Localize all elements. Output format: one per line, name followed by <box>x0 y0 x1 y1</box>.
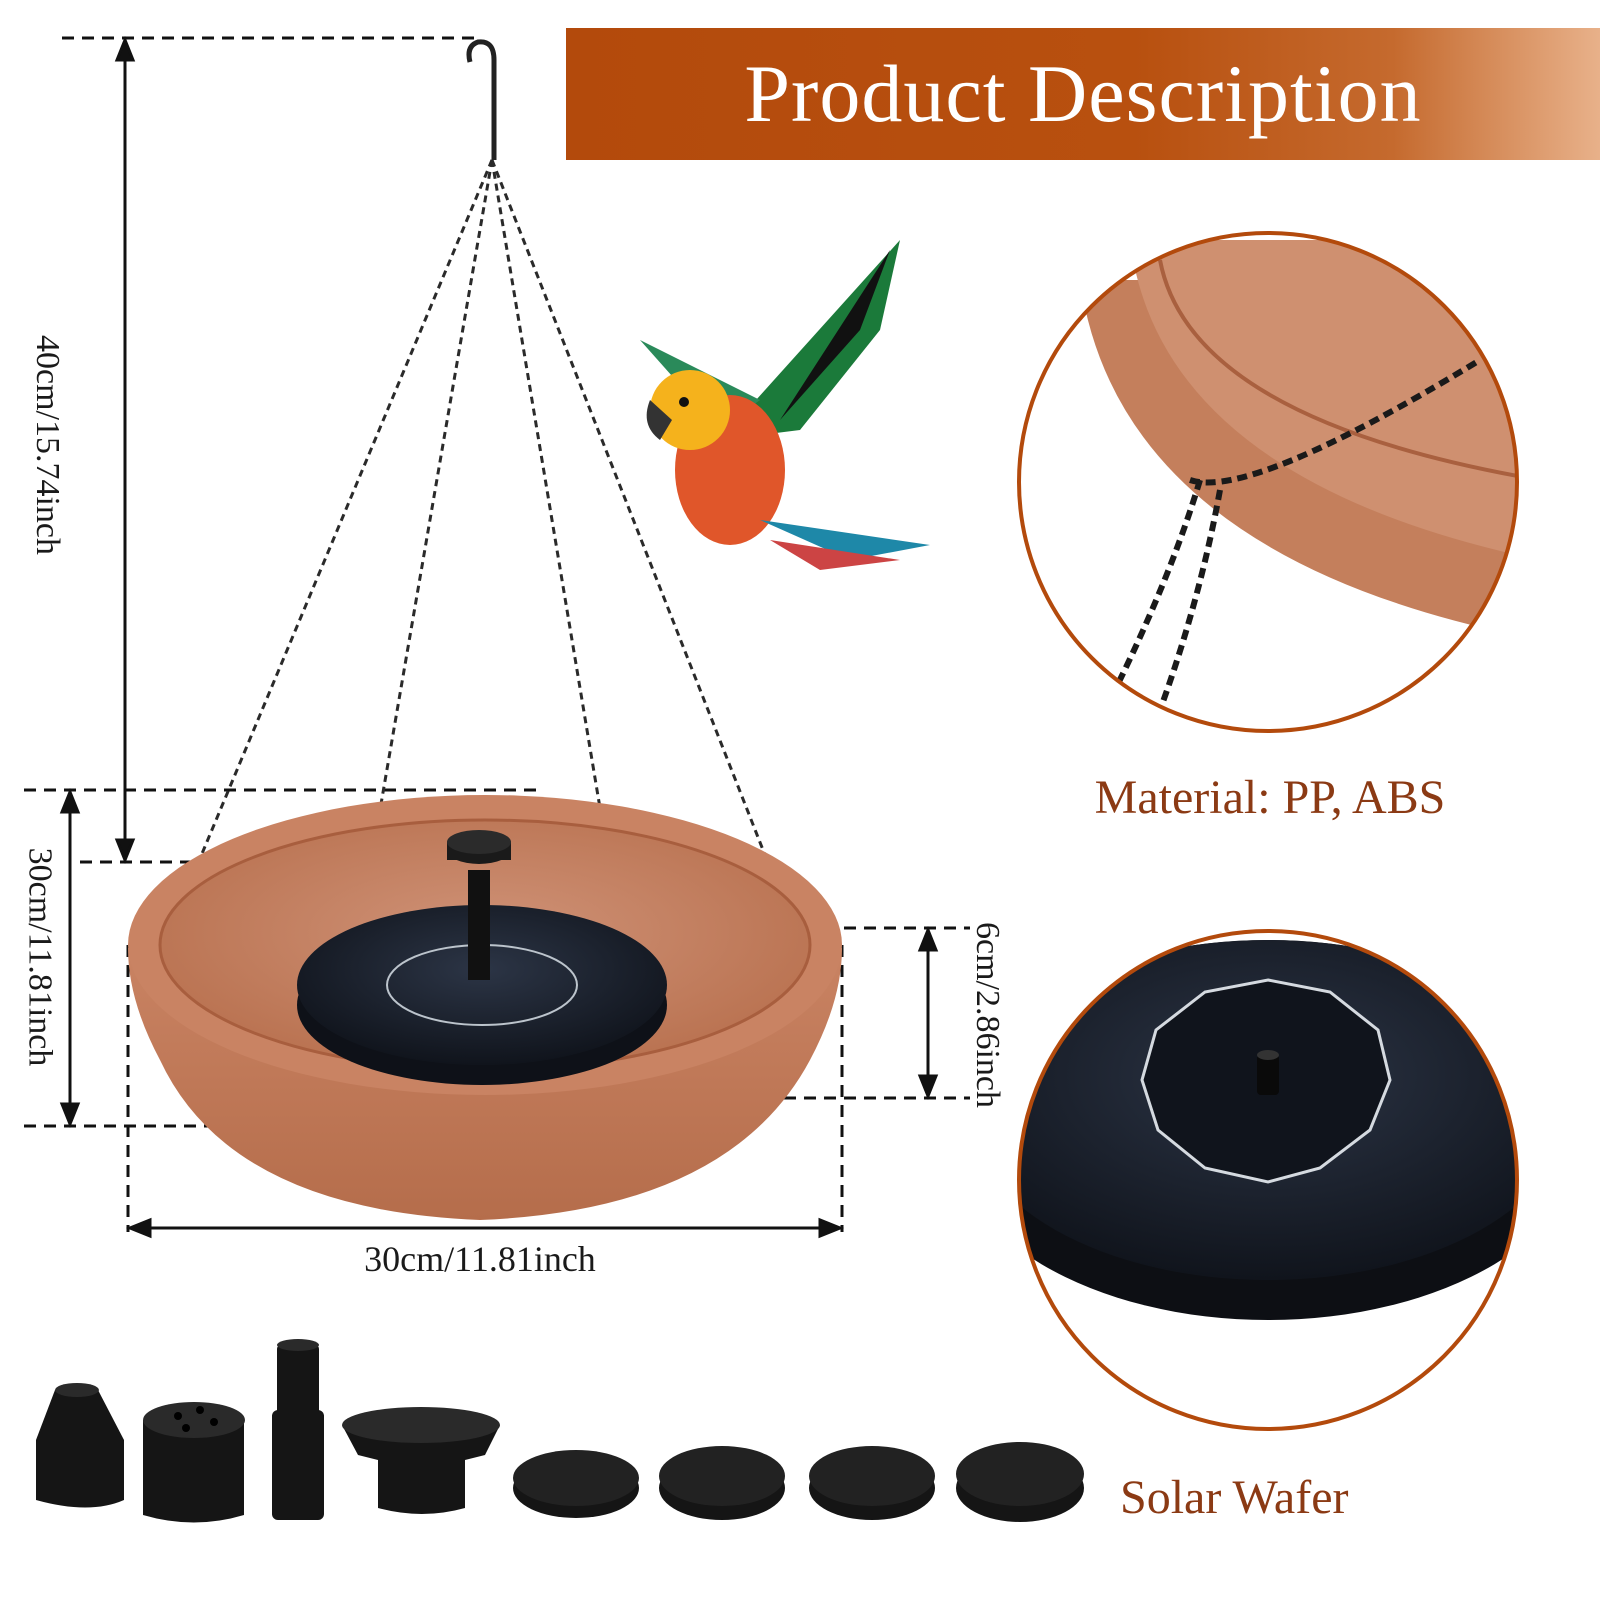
parrot-icon <box>640 240 930 570</box>
hang-height-label: 40cm/15.74inch <box>29 334 66 556</box>
page-title: Product Description <box>744 48 1422 139</box>
solar-wafer-label: Solar Wafer <box>1120 1471 1349 1524</box>
nozzle-icon <box>36 1339 1084 1523</box>
hook-icon <box>466 39 497 160</box>
material-label: Material: PP, ABS <box>1094 771 1446 824</box>
bowl-depth-label: 6cm/2.86inch <box>969 921 1006 1109</box>
solar-panel-icon <box>1017 929 1519 1431</box>
dimension-arrows <box>59 35 939 1239</box>
rim-detail-callout <box>1017 231 1519 733</box>
title-banner: Product Description <box>566 28 1600 160</box>
solar-fountain <box>297 830 667 1085</box>
total-height-label: 30cm/11.81inch <box>21 847 59 1067</box>
bowl-width-label: 30cm/11.81inch <box>364 1239 596 1279</box>
